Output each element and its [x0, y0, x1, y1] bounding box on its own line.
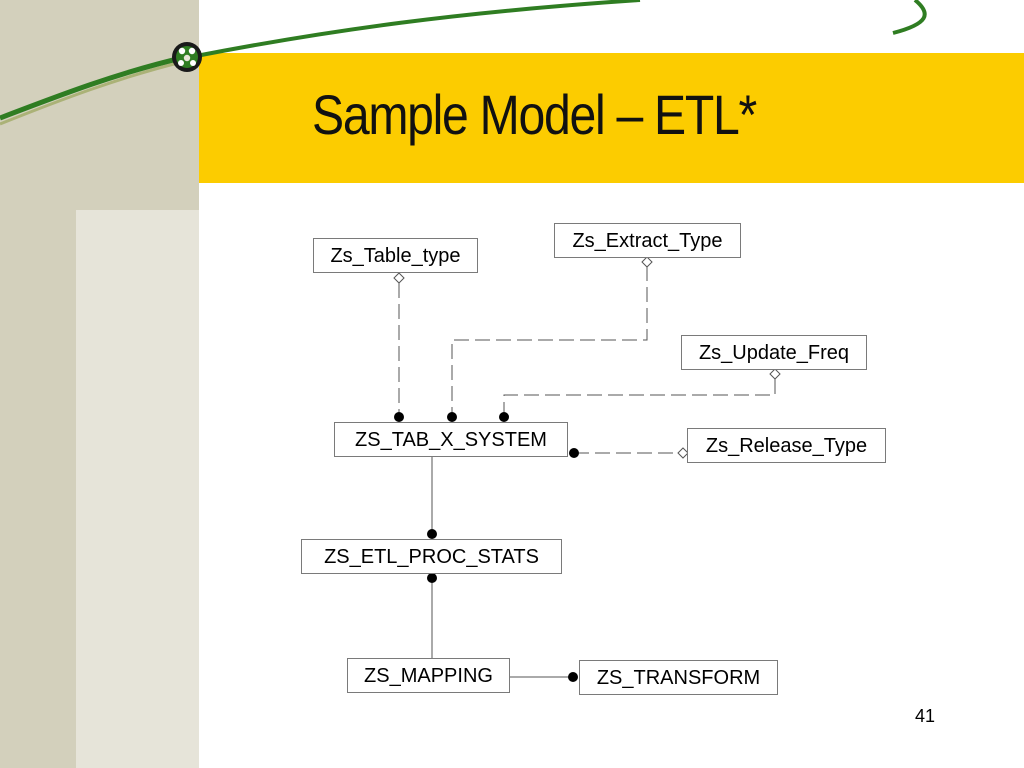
entity-zs-transform: ZS_TRANSFORM — [579, 660, 778, 695]
entity-zs-update-freq: Zs_Update_Freq — [681, 335, 867, 370]
entity-zs-etl-proc-stats: ZS_ETL_PROC_STATS — [301, 539, 562, 574]
dot-release-type — [569, 448, 579, 458]
connector-extract-type — [451, 266, 648, 416]
dot-proc-stats-top — [427, 529, 437, 539]
globe-icon — [172, 42, 202, 72]
left-decor-inner-panel — [76, 210, 199, 768]
entity-zs-release-type: Zs_Release_Type — [687, 428, 886, 463]
dot-transform — [568, 672, 578, 682]
dot-table-type — [394, 412, 404, 422]
entity-zs-mapping: ZS_MAPPING — [347, 658, 510, 693]
dot-extract-type — [447, 412, 457, 422]
dot-update-freq — [499, 412, 509, 422]
title-bar — [199, 53, 1024, 183]
page-number: 41 — [915, 706, 936, 726]
diamond-extract-type — [641, 256, 653, 268]
dot-proc-stats-bottom — [427, 573, 437, 583]
slide-title: Sample Model – ETL* — [312, 83, 757, 146]
connector-update-freq — [503, 379, 776, 416]
entity-zs-tab-x-system: ZS_TAB_X_SYSTEM — [334, 422, 568, 457]
entity-zs-table-type: Zs_Table_type — [313, 238, 478, 273]
diamond-update-freq — [769, 368, 781, 380]
entity-zs-extract-type: Zs_Extract_Type — [554, 223, 741, 258]
diamond-table-type — [393, 272, 405, 284]
